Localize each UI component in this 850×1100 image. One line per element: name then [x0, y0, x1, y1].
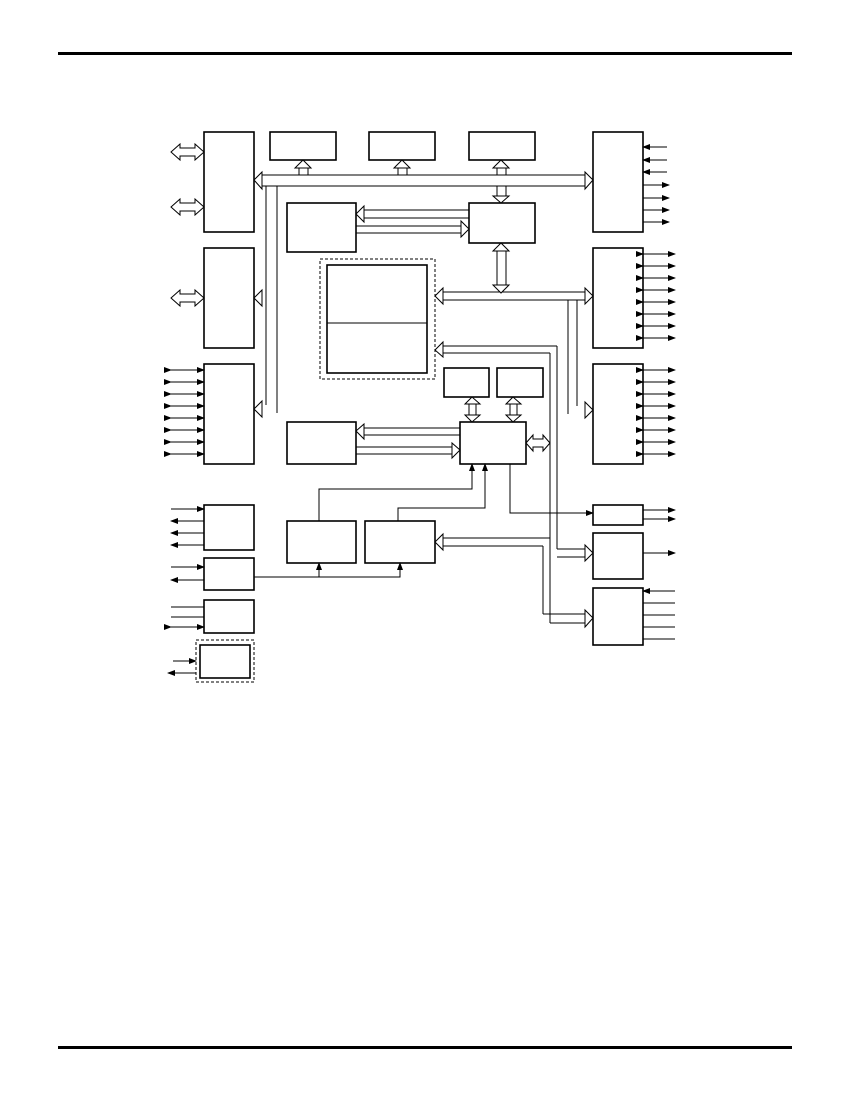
left-block-2 — [203, 247, 255, 349]
bottom-block-2 — [364, 520, 436, 564]
header-rule — [58, 52, 792, 55]
top-block-3 — [468, 131, 536, 161]
footer-rule — [58, 1046, 792, 1049]
top-block-2 — [368, 131, 436, 161]
small-block-right — [496, 367, 544, 398]
right-block-6 — [592, 587, 644, 646]
left-block-1 — [203, 131, 255, 233]
top-block-1 — [269, 131, 337, 161]
upper-center-right-block — [468, 202, 536, 244]
small-block-left — [443, 367, 490, 398]
left-block-5 — [203, 557, 255, 591]
right-block-3 — [592, 363, 644, 465]
right-block-1 — [592, 131, 644, 233]
bottom-block-1 — [286, 520, 357, 564]
right-block-4 — [592, 504, 644, 526]
memory-block — [326, 264, 428, 374]
right-block-2 — [592, 247, 644, 349]
right-block-5 — [592, 532, 644, 580]
upper-center-left-block — [286, 202, 357, 253]
left-block-3 — [203, 363, 255, 465]
left-block-7 — [199, 644, 251, 679]
central-block — [459, 421, 527, 465]
left-block-4 — [203, 504, 255, 551]
left-block-7-dashed-frame — [195, 639, 255, 683]
middle-left-block — [286, 421, 357, 465]
memory-dashed-frame — [319, 258, 436, 380]
left-block-6 — [203, 599, 255, 634]
